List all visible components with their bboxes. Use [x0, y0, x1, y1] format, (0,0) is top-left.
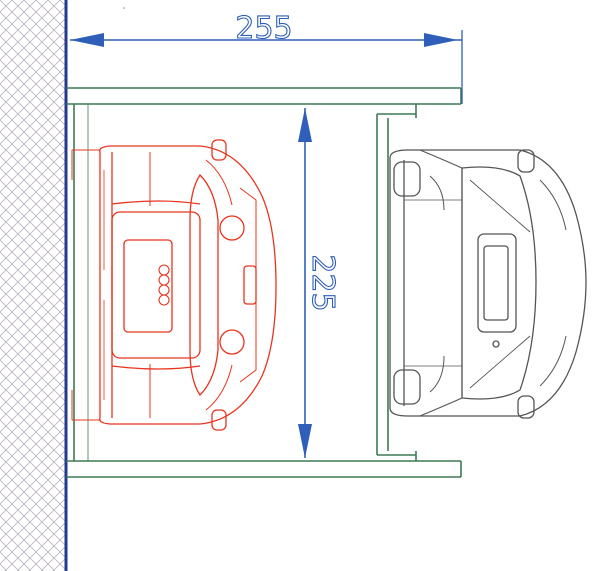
platform-frame — [66, 87, 462, 478]
car-grey-mirror-bottom — [517, 395, 535, 419]
dimension-depth-arrow-bottom — [298, 424, 312, 458]
car-red-top-view — [71, 139, 277, 431]
wall-hatch — [0, 0, 66, 571]
car-grey-wheel-bottom — [393, 369, 421, 405]
car-grey-roof-panel — [477, 233, 517, 333]
car-red-roof — [111, 211, 201, 359]
car-grey-mirror-top — [517, 149, 535, 173]
car-red-logo-rings — [158, 264, 170, 306]
car-grey-body — [389, 149, 587, 417]
dimension-width-arrow-left — [70, 33, 104, 47]
dimension-width: 255 — [70, 10, 463, 104]
wall — [0, 0, 68, 571]
dimension-width-label: 255 — [235, 11, 292, 46]
car-red-body — [99, 145, 277, 425]
stray-mark — [123, 7, 125, 9]
car-red-windscreen — [189, 173, 219, 397]
car-red-mirror-bottom — [211, 409, 227, 431]
car-grey-top-view — [389, 149, 587, 419]
dimension-depth-label: 225 — [305, 254, 340, 311]
car-grey-windscreen — [461, 166, 537, 400]
dimension-width-arrow-right — [424, 33, 458, 47]
car-red-mirror-top — [211, 139, 227, 161]
dimension-depth: 225 — [298, 108, 341, 458]
dimension-depth-arrow-top — [298, 108, 312, 142]
car-grey-wheel-top — [393, 161, 421, 197]
